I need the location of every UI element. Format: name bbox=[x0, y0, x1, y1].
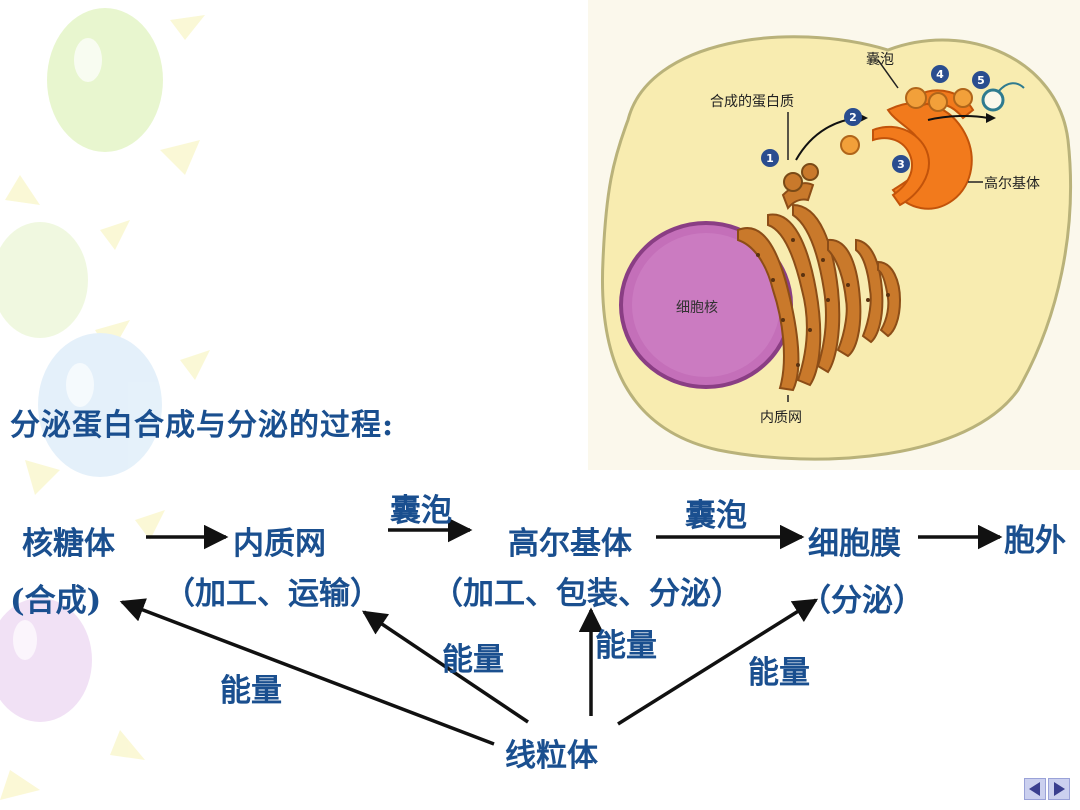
node-mitochondria: 线粒体 bbox=[505, 738, 598, 774]
arrow-energy-to-ribosome bbox=[119, 598, 495, 746]
node-er: 内质网 bbox=[233, 526, 326, 562]
node-ribosome: 核糖体 bbox=[22, 526, 115, 562]
node-golgi: 高尔基体 bbox=[508, 526, 632, 562]
nav-next-icon[interactable] bbox=[1048, 778, 1070, 800]
page-title: 分泌蛋白合成与分泌的过程: bbox=[10, 408, 395, 443]
node-ribosome-role: (合成) bbox=[10, 583, 102, 619]
energy-label-membrane: 能量 bbox=[748, 655, 810, 691]
step-5: 5 bbox=[977, 74, 985, 87]
step-1: 1 bbox=[766, 152, 774, 165]
step-3: 3 bbox=[897, 158, 905, 171]
edge-label-vesicle-1: 囊泡 bbox=[390, 493, 452, 529]
node-golgi-role: （加工、包装、分泌） bbox=[432, 576, 742, 612]
energy-label-ribosome: 能量 bbox=[220, 673, 282, 709]
figure-label-synthesized-protein: 合成的蛋白质 bbox=[710, 94, 794, 110]
node-membrane: 细胞膜 bbox=[808, 526, 901, 562]
figure-label-er: 内质网 bbox=[760, 410, 802, 426]
cell-illustration: 1 2 3 4 5 囊泡 合成的蛋白质 高尔基体 细胞核 内质网 bbox=[588, 0, 1080, 470]
node-er-role: （加工、运输） bbox=[164, 576, 381, 612]
energy-label-er: 能量 bbox=[442, 642, 504, 678]
arrow-energy-to-er bbox=[361, 610, 529, 724]
nav-prev-icon[interactable] bbox=[1024, 778, 1046, 800]
node-outside: 胞外 bbox=[1004, 523, 1066, 559]
edge-label-vesicle-2: 囊泡 bbox=[685, 498, 747, 534]
figure-label-golgi: 高尔基体 bbox=[984, 175, 1040, 192]
step-4: 4 bbox=[936, 68, 944, 81]
step-2: 2 bbox=[849, 111, 857, 124]
figure-label-nucleus: 细胞核 bbox=[676, 300, 718, 316]
figure-label-vesicle: 囊泡 bbox=[866, 51, 894, 68]
arrow-energy-to-membrane bbox=[617, 598, 819, 726]
energy-label-golgi: 能量 bbox=[595, 628, 657, 664]
node-membrane-role: （分泌） bbox=[800, 583, 924, 619]
